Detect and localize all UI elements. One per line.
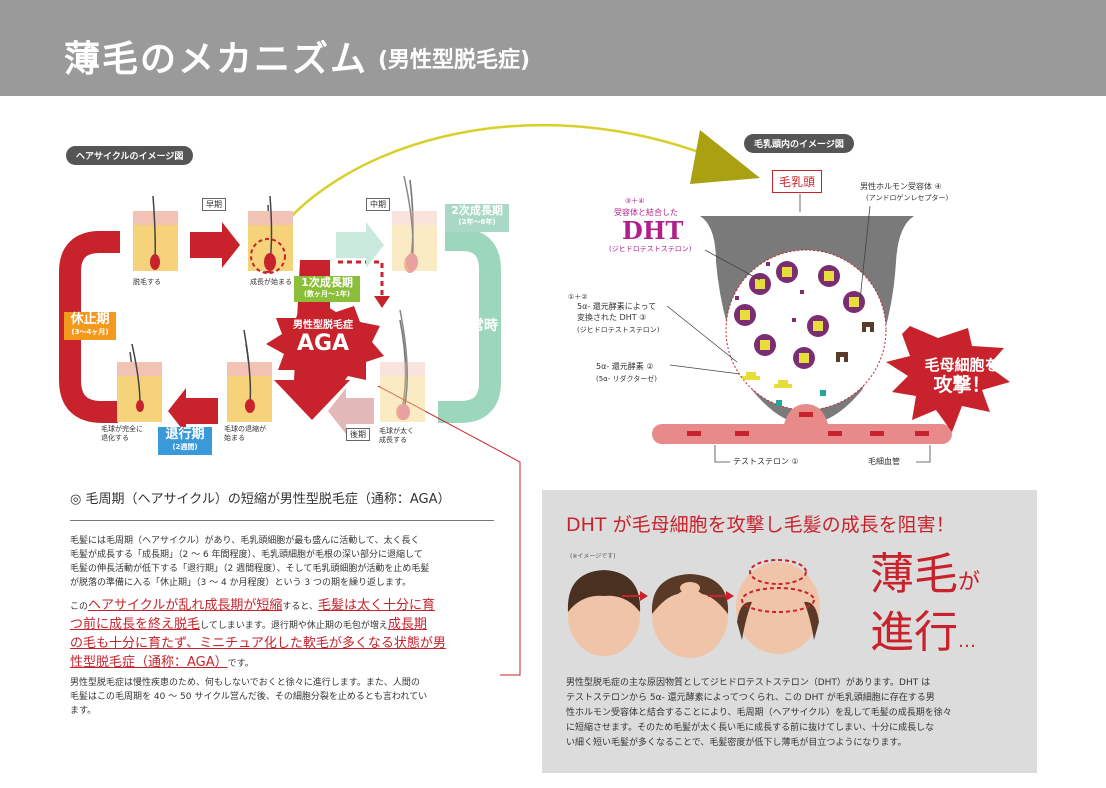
paragraph-2: このヘアサイクルが乱れ成長期が短縮すると、毛髪は太く十分に育 つ前に成長を終え脱… (70, 597, 500, 673)
page-subtitle: (男性型脱毛症) (378, 48, 531, 73)
paragraph-3: 男性型脱毛症は慢性疾患のため、何もしないでおくと徐々に進行します。また、人間の … (70, 676, 502, 718)
normal-loop-arrow (438, 229, 501, 423)
attack-starburst (886, 326, 1010, 432)
stage-growth2-name: 2次成長期 (451, 204, 503, 217)
aga-line1: 男性型脱毛症 (293, 320, 353, 331)
papilla-label: 毛乳頭内のイメージ図 (744, 134, 854, 153)
phase-late: 後期 (346, 428, 370, 441)
paragraph-1-line-4: が脱落の準備に入る「休止期」（3 〜 4 か月程度）という 3 つの期を繰り返し… (70, 578, 412, 588)
big-text-progress: 進行… (870, 608, 976, 667)
connector-arrowhead (690, 130, 760, 184)
stage-normal-tag: 正常時 (446, 316, 508, 336)
caption-regress-start-1: 毛球の退縮が (224, 425, 266, 433)
big2-small: … (958, 631, 976, 652)
stage-growth1-period: (数ヶ月〜1年) (303, 290, 351, 298)
converted-num: ①＋② (568, 293, 588, 301)
arrow-normal-top (336, 222, 384, 268)
aga-label: 男性型脱毛症 AGA (278, 320, 368, 356)
p2-highlight-d: 毛髪は太く十分に育 (318, 598, 436, 613)
attack-line2: 攻撃！ (933, 374, 991, 396)
stage-normal-name: 正常時 (456, 318, 498, 334)
paragraph-1-line-2: 毛髪が成長する「成長期」（2 〜 6 年間程度）、毛乳頭細胞が毛根の深い部分に退… (70, 550, 423, 560)
caption-complete-regress-1: 毛球が完全に (101, 425, 143, 433)
panel-note: (※イメージです) (570, 553, 616, 560)
enzyme-label: 5α- 還元酵素 ② (596, 362, 654, 371)
big1-small: が (958, 570, 981, 595)
stage-regress-period: (2週間) (172, 443, 198, 451)
p2-text-f: してしまいます。退行期や休止期の毛包が増え (200, 621, 388, 631)
paragraph-3-line-3: ます。 (70, 706, 97, 716)
converted-line2: 変換された DHT ③ (577, 313, 647, 322)
panel-body-line-4: に短縮させます。そのため毛髪が太く長い毛に成長する前に抜けてしまい、十分に成長し… (566, 723, 935, 733)
p2-highlight-i: 性型脱毛症（通称：AGA） (70, 655, 228, 670)
stage-growth1-name: 1次成長期 (301, 276, 353, 289)
phase-early: 早期 (202, 198, 226, 211)
testosterone-label: テストステロン ① (733, 457, 799, 466)
paragraph-1-line-1: 毛髪には毛周期（ヘアサイクル）があり、毛乳頭細胞が最も盛んに活動して、太く長く (70, 536, 420, 546)
caption-thicken-1: 毛球が太く (379, 427, 414, 435)
converted-line1: 5α- 還元酵素によって (577, 302, 657, 311)
stage-rest-period: (3〜4ヶ月) (71, 328, 109, 336)
paragraph-1-line-3: 毛髪の伸長活動が低下する「退行期」（2 週間程度）、そして毛乳頭細胞が活動を止め… (70, 564, 430, 574)
big1: 薄毛 (870, 549, 958, 600)
dht-num: ③＋④ (625, 197, 645, 205)
stage-rest-tag: 休止期 (3〜4ヶ月) (64, 312, 116, 340)
enzyme-sub: (5α- リダクターゼ) (596, 375, 658, 383)
stage-rest-name: 休止期 (70, 312, 110, 327)
receptor-label: 男性ホルモン受容体 ④ (860, 182, 942, 191)
panel-body-line-3: 性ホルモン受容体と結合することにより、毛周期（ヘアサイクル）を乱して毛髪の成長期… (566, 708, 952, 718)
p2-highlight-h: の毛も十分に育たず、ミニチュア化した軟毛が多くなる状態が男 (70, 636, 446, 651)
attack-label: 毛母細胞を 攻撃！ (916, 356, 1008, 396)
converted-sub: (ジヒドロテストステロン) (577, 326, 660, 334)
attack-line1: 毛母細胞を (924, 356, 1000, 374)
capillary-label: 毛細血管 (868, 457, 900, 466)
panel-body-line-1: 男性型脱毛症の主な原因物質としてジヒドロテストステロン（DHT）があります。DH… (566, 678, 931, 688)
page-title: 薄毛のメカニズム (64, 39, 369, 80)
stage-regress-name: 退行期 (165, 427, 205, 442)
p2-highlight-e: つ前に成長を終え脱毛 (70, 617, 201, 632)
paragraph-3-line-1: 男性型脱毛症は慢性疾患のため、何もしないでおくと徐々に進行します。また、人間の (70, 678, 420, 688)
connector-arrow (266, 123, 721, 246)
stage-growth2-tag: 2次成長期 (2年〜6年) (445, 204, 509, 232)
p2-text-a: この (70, 602, 89, 612)
p2-highlight-g: 成長期 (387, 617, 427, 632)
dht-sub: (ジヒドロテストステロン) (609, 245, 692, 253)
hair-cycle-label: ヘアサイクルのイメージ図 (66, 146, 194, 165)
panel-title: DHT が毛母細胞を攻撃し毛髪の成長を阻害！ (566, 514, 955, 536)
stage-regress-tag: 退行期 (2週間) (158, 427, 212, 455)
caption-complete-regress-2: 退化する (101, 434, 129, 442)
capillary (652, 424, 952, 444)
arrow-top-1 (190, 222, 240, 268)
papilla-title: 毛乳頭 (772, 170, 823, 193)
p2-text-c: すると、 (282, 602, 319, 612)
arrow-normal-bottom (328, 388, 374, 434)
receptor-sub: (アンドロゲンレセプター) (866, 194, 949, 202)
panel-body: 男性型脱毛症の主な原因物質としてジヒドロテストステロン（DHT）があります。DH… (566, 676, 1026, 751)
dht-line1: 受容体と結合した (614, 208, 678, 217)
p2-highlight-b: ヘアサイクルが乱れ成長期が短縮 (88, 598, 283, 613)
big2: 進行 (870, 607, 958, 658)
panel-body-line-5: い細く短い毛髪が多くなることで、毛髪密度が低下し薄毛が目立つようになります。 (566, 738, 907, 748)
dht-name: DHT (622, 216, 684, 245)
section-divider (70, 520, 494, 521)
arrow-bottom-1 (168, 388, 218, 434)
panel-body-line-2: テストステロンから 5α- 還元酵素によってつくられ、この DHT が毛乳頭細胞… (566, 693, 935, 703)
big-text-thinning: 薄毛が (870, 550, 980, 608)
caption-thicken-2: 成長する (379, 436, 407, 444)
caption-regress-start-2: 始まる (224, 434, 245, 442)
aga-line2: AGA (296, 331, 350, 356)
caption-shed: 脱毛する (133, 278, 161, 286)
p2-text-j: です。 (227, 659, 254, 669)
phase-mid: 中期 (366, 198, 390, 211)
stage-growth2-period: (2年〜6年) (458, 218, 496, 226)
header-bar (0, 0, 1106, 96)
section-title: ◎ 毛周期（ヘアサイクル）の短縮が男性型脱毛症（通称：AGA） (70, 492, 451, 507)
caption-growth-start: 成長が始まる (250, 278, 292, 286)
paragraph-1: 毛髪には毛周期（ヘアサイクル）があり、毛乳頭細胞が最も盛んに活動して、太く長く … (70, 534, 502, 590)
paragraph-3-line-2: 毛髪はこの毛周期を 40 〜 50 サイクル営んだ後、その細胞分裂を止めるとも言… (70, 692, 428, 702)
aga-starburst (266, 302, 384, 392)
stage-growth1-tag: 1次成長期 (数ヶ月〜1年) (294, 276, 360, 302)
